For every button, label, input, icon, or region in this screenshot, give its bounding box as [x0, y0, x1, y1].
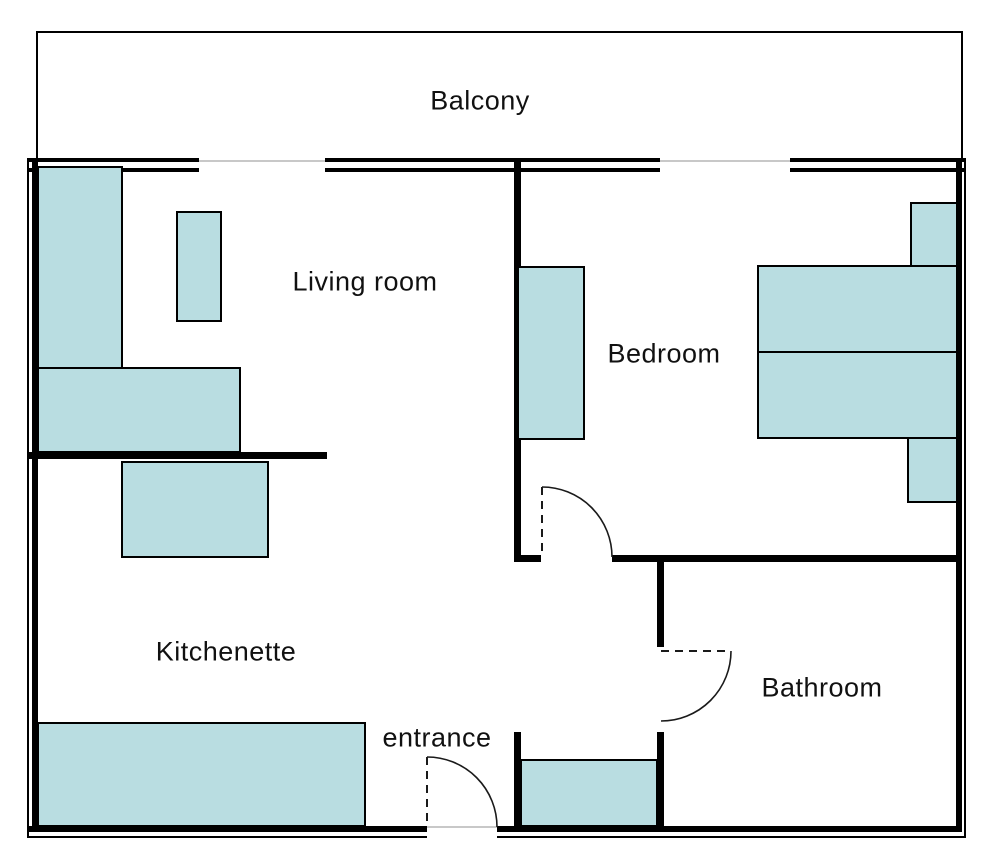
top-wall-outer-segment-3	[790, 158, 966, 162]
right-wall-outer	[964, 158, 966, 838]
side-table	[176, 211, 222, 322]
bathroom-wall-lower	[657, 732, 664, 832]
kitchen-counter	[37, 722, 366, 827]
living-room-label: Living room	[292, 266, 438, 297]
entrance-label: entrance	[382, 722, 492, 753]
top-wall-outer-segment-1	[28, 158, 199, 162]
bathroom-fixture	[520, 759, 658, 827]
balcony-wall-top	[36, 31, 963, 33]
wardrobe	[517, 266, 585, 440]
kitchen-appliance	[121, 461, 269, 558]
kitchenette-label: Kitchenette	[155, 636, 297, 667]
balcony-wall-right	[961, 31, 963, 160]
bathroom-door-swing	[660, 650, 732, 722]
top-wall-inner-segment-2	[325, 168, 660, 172]
hall-wall	[514, 732, 521, 832]
balcony-wall-left	[36, 31, 38, 160]
bottom-wall-outer-segment-2	[497, 836, 966, 838]
living-kitchen-divider-wall	[29, 452, 327, 459]
top-wall-outer-segment-2	[325, 158, 660, 162]
sofa	[37, 166, 123, 369]
entrance-door-swing	[426, 756, 498, 828]
bottom-wall-inner-segment-2	[497, 826, 962, 832]
bedroom-partition-wall-foot	[514, 555, 541, 562]
bedroom-door-swing	[541, 486, 613, 558]
bedroom-label: Bedroom	[607, 338, 721, 369]
top-wall-inner-segment-3	[790, 168, 966, 172]
left-wall-outer	[27, 158, 29, 838]
nightstand-top	[910, 202, 958, 267]
right-wall-inner	[956, 158, 962, 832]
balcony-label: Balcony	[430, 85, 530, 116]
nightstand-bottom	[907, 437, 958, 503]
low-table	[37, 367, 241, 453]
left-wall-inner	[32, 158, 38, 832]
bathroom-label: Bathroom	[761, 672, 883, 703]
living-room-window	[199, 160, 325, 162]
bottom-wall-inner-segment-1	[28, 826, 427, 832]
bedroom-bathroom-wall	[612, 555, 962, 562]
entrance-threshold	[427, 826, 497, 828]
bottom-wall-outer-segment-1	[27, 836, 427, 838]
bedroom-window	[660, 160, 790, 162]
bathroom-wall-upper	[657, 562, 664, 647]
